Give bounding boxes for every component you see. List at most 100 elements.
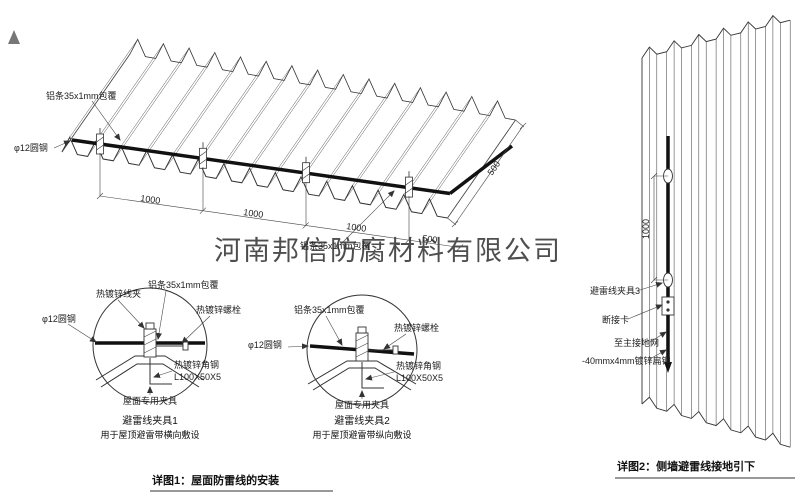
dimension-line-right <box>454 125 524 225</box>
detail-circle <box>92 287 208 403</box>
leader-line <box>647 349 667 361</box>
label-wall-clamp: 避雷线夹具3 <box>590 285 640 296</box>
label-angle-size: L100X50X5 <box>174 372 221 382</box>
corner-triangle-icon <box>8 30 20 44</box>
label-clip: 热镀锌线夹 <box>96 288 141 299</box>
leader-line <box>365 371 395 381</box>
clamp-hatch <box>355 334 369 358</box>
angle-steel <box>361 362 384 389</box>
detail1-title: 避雷线夹具1 <box>122 414 178 427</box>
label-bolt: 热镀锌螺栓 <box>196 304 241 315</box>
label-alu: 铝条35x1mm包覆 <box>148 279 219 290</box>
clamp-nut <box>145 322 155 330</box>
bolt-head <box>182 341 189 351</box>
roof-label-alu-top: 铝条35x1mm包覆 <box>46 90 117 101</box>
dim-1000-a: 1000 <box>140 193 161 206</box>
leader-line <box>339 190 395 246</box>
leader-line <box>287 343 309 350</box>
drawing-line <box>69 39 138 138</box>
drawing-line <box>138 67 208 166</box>
drawing-line <box>129 38 516 121</box>
leader-line <box>181 315 211 344</box>
dimension-ticks <box>650 172 658 284</box>
clamp-body <box>355 332 369 362</box>
drawing-line <box>405 179 413 194</box>
drawing-line <box>120 47 190 147</box>
drawing-line <box>61 136 448 219</box>
label-rod: φ12圆钢 <box>42 313 76 324</box>
dim-500-right: 500 <box>485 159 502 177</box>
extension-lines-right <box>447 119 525 226</box>
roof-label-alu-mid: 铝条35x1mm包覆 <box>300 240 371 251</box>
lightning-wire <box>71 138 451 196</box>
drawing-line <box>197 61 267 160</box>
leader-line <box>636 281 663 292</box>
wire-clamp <box>96 133 104 155</box>
dim-1000-c: 1000 <box>346 221 367 234</box>
leader-line <box>325 315 343 346</box>
caption-detail2: 详图2：侧墙避雷线接地引下 <box>617 459 755 473</box>
side-wall-drawing: 1000 避雷线夹具3 断接卡 至主接地网 -40mmx4mm镀锌扁钢 <box>582 14 791 448</box>
drawing-line <box>318 97 388 197</box>
leader-line <box>53 140 71 149</box>
label-rod-red: φ12圆钢 <box>248 339 282 350</box>
detail-clamp-1-drawing: 热镀锌线夹 铝条35x1mm包覆 热镀锌螺栓 φ12圆钢 热镀锌角钢 L100X… <box>42 279 241 440</box>
drawing-line <box>249 69 318 169</box>
arrow-down-icon <box>664 362 672 373</box>
leader-line <box>117 299 145 329</box>
detail1-subtitle: 用于屋顶避雷带横向敷设 <box>100 429 199 440</box>
label-bolt: 热镀锌螺栓 <box>394 322 439 333</box>
drawing-line <box>344 102 413 201</box>
extension-lines <box>99 153 410 240</box>
leader-line <box>627 304 663 320</box>
label-angle-steel: 热镀锌角钢 <box>174 359 219 370</box>
drawing-line <box>223 65 293 164</box>
label-disconnect: 断接卡 <box>602 314 629 325</box>
dimension-ticks-right <box>451 122 527 228</box>
label-roof-fixture: 屋面专用夹具 <box>335 399 389 410</box>
dim-1000-b: 1000 <box>243 207 264 220</box>
angle-steel <box>149 358 172 385</box>
caption-detail1: 详图1：屋面防雷线的安装 <box>152 473 279 487</box>
label-angle-steel: 热镀锌角钢 <box>396 360 441 371</box>
drawing-line <box>421 115 491 214</box>
roof-label-rod: φ12圆钢 <box>14 142 48 153</box>
dimension-line <box>99 195 461 248</box>
leader-line <box>649 331 667 343</box>
leader-line <box>153 370 173 378</box>
detail-clamp-2-drawing: 铝条35x1mm包覆 热镀锌螺栓 φ12圆钢 热镀锌角钢 L100X50X5 屋… <box>248 294 443 440</box>
disconnect-bolt <box>666 300 670 304</box>
disconnect-bolt <box>666 308 670 312</box>
drawing-line <box>302 165 310 179</box>
clamp-body <box>143 328 157 358</box>
drawing-line <box>403 96 473 195</box>
disconnect-card <box>661 296 675 316</box>
wall-dim-1000: 1000 <box>641 219 651 239</box>
label-alu: 铝条35x1mm包覆 <box>294 304 365 315</box>
detail2-title: 避雷线夹具2 <box>334 414 390 427</box>
dim-500: 500 <box>422 233 438 245</box>
drawing-line <box>326 83 395 182</box>
dimension-ticks <box>96 192 464 251</box>
drawing-line <box>113 62 182 161</box>
captions: 详图1：屋面防雷线的安装 详图2：侧墙避雷线接地引下 <box>150 459 795 492</box>
roof-wire-clamps <box>96 128 413 198</box>
drawing-line <box>95 43 164 142</box>
label-to-ground-grid: 至主接地网 <box>614 337 659 348</box>
drawing-line <box>172 56 241 156</box>
corrugated-wall-lines <box>641 14 791 448</box>
drawing-line <box>429 100 498 200</box>
bolt-head <box>392 345 399 355</box>
leader-line <box>383 333 407 350</box>
clamp-nut <box>357 326 367 334</box>
detail-circle <box>306 294 418 406</box>
drawing-line <box>96 136 104 151</box>
watermark-text: 河南邦信防腐材料有限公司 <box>214 236 562 266</box>
roof-isometric-drawing: 铝条35x1mm包覆 φ12圆钢 铝条35x1mm包覆 1000 1000 10… <box>14 38 527 251</box>
drawing-line <box>377 91 447 191</box>
drawing-line <box>352 87 421 186</box>
detail2-subtitle: 用于屋顶避雷带纵向敷设 <box>312 429 411 440</box>
clamp-hatch <box>143 330 157 354</box>
corrugated-roof-lines <box>61 38 516 219</box>
